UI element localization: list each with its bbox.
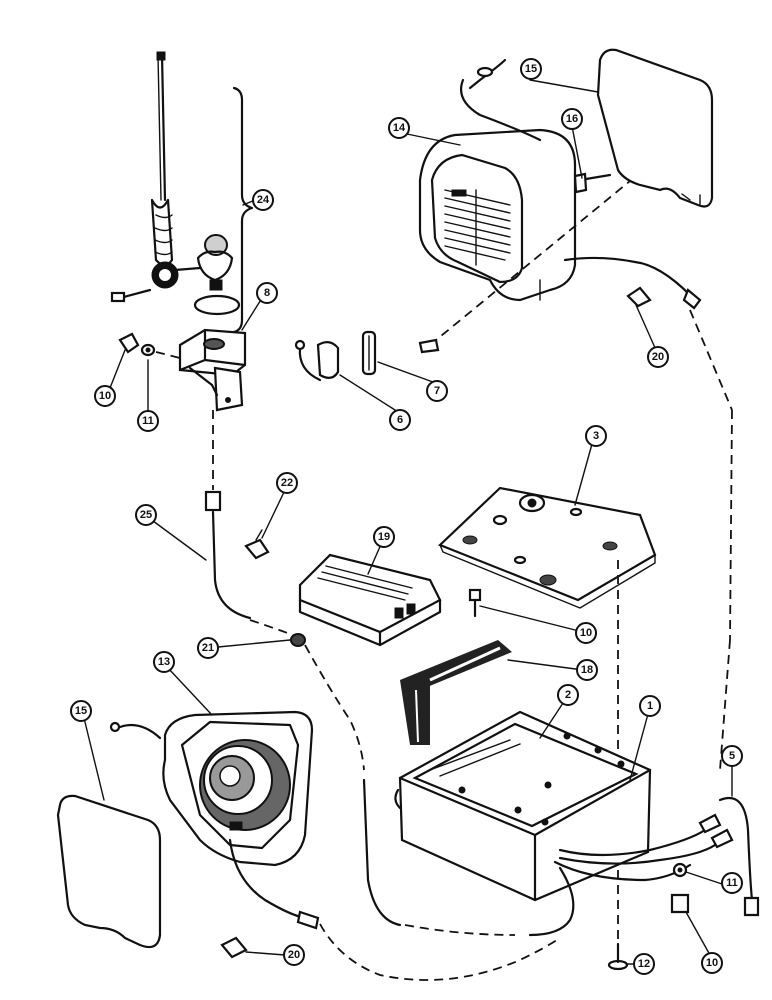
- svg-text:10: 10: [99, 390, 111, 402]
- svg-text:24: 24: [257, 194, 270, 206]
- wire-clip: [244, 529, 270, 560]
- callout-11-right: 11: [721, 872, 743, 894]
- power-leads: [528, 797, 760, 960]
- svg-text:7: 7: [434, 385, 440, 397]
- plate-screw: [468, 588, 482, 618]
- callout-15-upper: 15: [520, 58, 542, 80]
- fuse-sleeve: [361, 330, 377, 376]
- mounting-plate: [437, 486, 657, 790]
- svg-text:12: 12: [638, 958, 650, 970]
- fuse-holder: [294, 339, 340, 382]
- speaker-grille: [444, 189, 511, 266]
- svg-text:13: 13: [158, 656, 170, 668]
- callout-7: 7: [426, 380, 448, 402]
- callout-20-upper: 20: [647, 346, 669, 368]
- svg-text:15: 15: [525, 63, 537, 75]
- callout-18: 18: [576, 659, 598, 681]
- lower-cable-clip: [220, 923, 561, 981]
- callout-25: 25: [135, 504, 157, 526]
- svg-text:8: 8: [264, 287, 270, 299]
- upper-speaker-cover: [596, 48, 714, 208]
- radio-module: [298, 553, 442, 647]
- svg-text:3: 3: [593, 430, 599, 442]
- callout-21: 22: [276, 472, 298, 494]
- svg-text:14: 14: [393, 122, 406, 134]
- antenna-assembly: [110, 51, 254, 334]
- bracket-screw: [118, 332, 181, 359]
- wiring-harness: [400, 640, 512, 745]
- callout-12: 12: [633, 953, 655, 975]
- svg-text:21: 21: [202, 642, 214, 654]
- callout-11-left: 11: [137, 410, 159, 432]
- svg-text:5: 5: [729, 750, 735, 762]
- callout-15-lower: 15: [70, 700, 92, 722]
- svg-text:16: 16: [566, 113, 578, 125]
- svg-text:25: 25: [140, 509, 152, 521]
- svg-text:20: 20: [288, 949, 300, 961]
- callout-22: 21: [197, 637, 219, 659]
- svg-text:6: 6: [397, 414, 403, 426]
- callout-1: 1: [639, 695, 661, 717]
- callout-6: 6: [389, 409, 411, 431]
- callout-8: 8: [256, 282, 278, 304]
- lower-speaker: [109, 710, 320, 930]
- svg-text:18: 18: [581, 664, 593, 676]
- callout-10-plate: 10: [575, 622, 597, 644]
- callout-10-right: 10: [701, 952, 723, 974]
- callout-16: 16: [561, 108, 583, 130]
- antenna-mount-bracket: [178, 328, 247, 412]
- svg-text:2: 2: [565, 689, 571, 701]
- callout-13: 13: [153, 651, 175, 673]
- callout-20-lower: 20: [283, 944, 305, 966]
- upper-speaker: [418, 58, 702, 354]
- svg-text:20: 20: [652, 351, 664, 363]
- upper-cable-clip: [626, 286, 733, 771]
- leader-lines: [83, 79, 733, 965]
- svg-text:11: 11: [142, 415, 154, 427]
- svg-text:10: 10: [706, 957, 718, 969]
- lower-speaker-cover: [56, 794, 162, 949]
- callout-14: 14: [388, 117, 410, 139]
- radio-housing: [394, 710, 652, 902]
- svg-text:19: 19: [378, 531, 390, 543]
- callout-19: 19: [373, 526, 395, 548]
- callout-2: 2: [557, 684, 579, 706]
- svg-text:10: 10: [580, 627, 592, 639]
- svg-text:22: 22: [281, 477, 293, 489]
- svg-text:1: 1: [647, 700, 653, 712]
- box-screw: [607, 942, 629, 971]
- antenna-cable: [204, 410, 516, 936]
- callout-10-left: 10: [94, 385, 116, 407]
- callout-5: 5: [721, 745, 743, 767]
- callout-3: 3: [585, 425, 607, 447]
- svg-text:15: 15: [75, 705, 87, 717]
- svg-text:11: 11: [726, 877, 738, 889]
- callout-24: 24: [252, 189, 274, 211]
